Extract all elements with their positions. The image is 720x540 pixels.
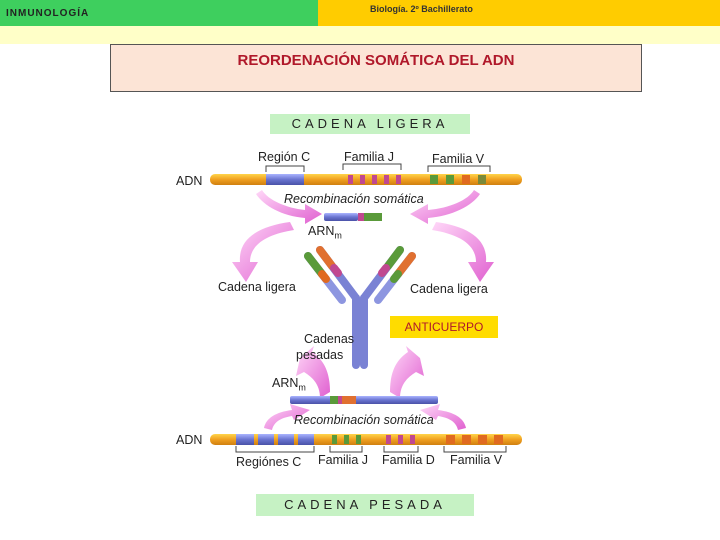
heavy-chains-label-line2: pesadas (296, 348, 344, 362)
title-box (110, 44, 642, 92)
heavy-chain-brackets (235, 446, 507, 453)
heavy-chain-heading: CADENA PESADA (256, 494, 474, 516)
light-chain-heading: CADENA LIGERA (270, 114, 470, 134)
family-v-label: Familia V (432, 152, 485, 166)
light-arnm-main: ARN (308, 224, 335, 238)
header-left-band (0, 0, 318, 26)
heavy-arnm-label: ARNm (272, 376, 306, 393)
heavy-arnm-sub: m (298, 382, 306, 393)
light-adn-label: ADN (176, 174, 203, 188)
light-arnm-label: ARNm (308, 224, 342, 241)
light-chain-brackets (265, 163, 491, 172)
header-right-band (318, 0, 720, 26)
heavy-family-j-label: Familia J (318, 453, 369, 467)
heavy-chains-label-line1: Cadenas (304, 332, 355, 346)
heavy-family-d-label: Familia D (382, 453, 435, 467)
regions-c-label: Regiónes C (236, 455, 302, 469)
light-chain-mrna (324, 213, 382, 221)
region-c-label: Región C (258, 150, 311, 164)
heavy-arnm-main: ARN (272, 376, 299, 390)
antibody-shape (304, 246, 416, 369)
header-subtitle: Biología. 2º Bachillerato (370, 4, 473, 14)
heavy-family-v-label: Familia V (450, 453, 503, 467)
left-light-chain-label: Cadena ligera (218, 280, 296, 294)
header-strip (0, 26, 720, 44)
right-light-chain-label: Cadena ligera (410, 282, 488, 296)
light-arnm-sub: m (334, 230, 342, 241)
page-title: REORDENACIÓN SOMÁTICA DEL ADN (237, 52, 515, 69)
heavy-chain-mrna (290, 396, 438, 404)
heavy-chain-arrows (264, 346, 466, 430)
light-chain-dna (210, 174, 522, 185)
light-chain-arrows (232, 190, 494, 282)
header-title: INMUNOLOGÍA (6, 8, 90, 19)
heavy-chain-dna (210, 434, 522, 445)
antibody-badge: ANTICUERPO (390, 316, 498, 338)
heavy-adn-label: ADN (176, 433, 203, 447)
heavy-recombination-label: Recombinación somática (294, 413, 434, 427)
family-j-label: Familia J (344, 150, 395, 164)
light-recombination-label: Recombinación somática (284, 192, 424, 206)
